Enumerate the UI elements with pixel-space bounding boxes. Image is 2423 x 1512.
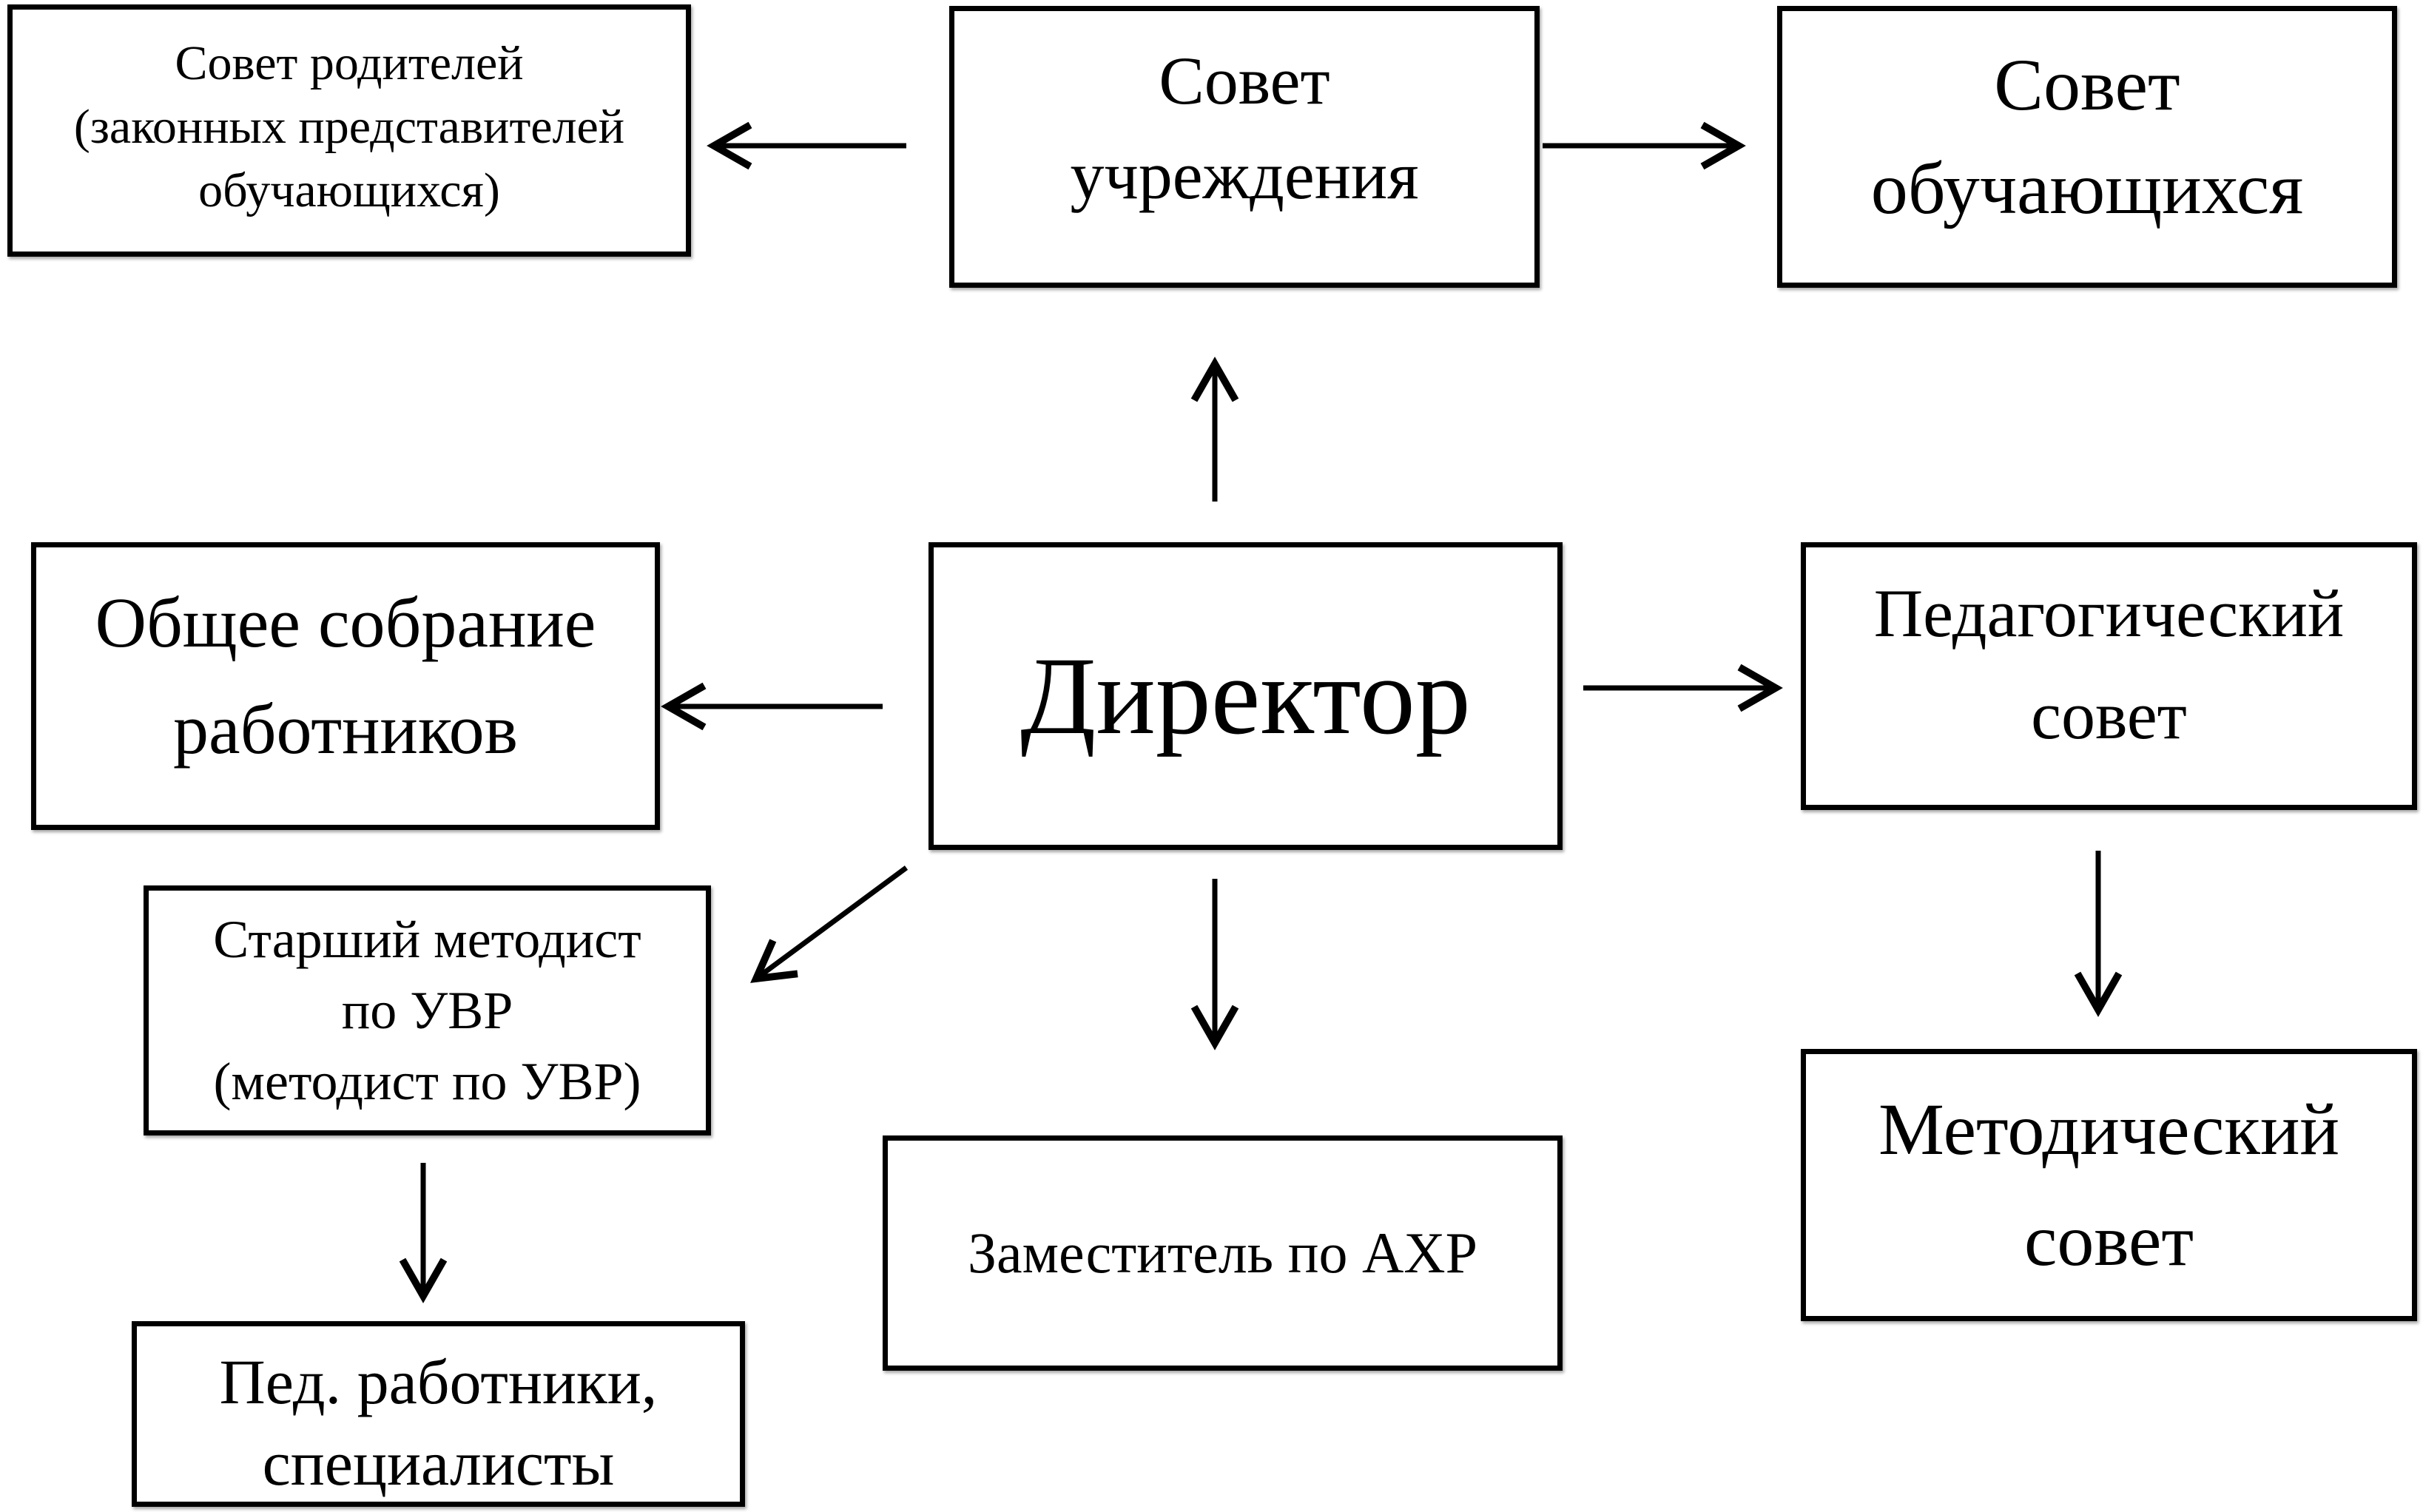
node-label-line: Заместитель по АХР <box>967 1221 1478 1285</box>
node-label-line: обучающихся <box>1870 147 2304 229</box>
node-label-line: работников <box>173 689 518 769</box>
node-parents-council: Совет родителей (законных представителей… <box>7 4 691 257</box>
node-label-line: Методический <box>1878 1088 2340 1170</box>
node-label-line: Совет <box>1994 44 2180 126</box>
node-label-line: учреждения <box>1070 138 1419 213</box>
node-label-line: (законных представителей <box>73 100 625 154</box>
node-label-line: обучающихся) <box>198 163 500 217</box>
node-label-line: Директор <box>1020 635 1471 757</box>
node-label-line: Совет родителей <box>175 36 524 90</box>
node-label-line: (методист по УВР) <box>213 1052 641 1111</box>
node-general-meeting: Общее собрание работников <box>31 542 660 830</box>
node-senior-methodist: Старший методист по УВР (методист по УВР… <box>144 885 711 1135</box>
node-pedagogical-council: Педагогический совет <box>1801 542 2417 810</box>
node-students-council: Совет обучающихся <box>1777 6 2397 288</box>
node-label-line: Пед. работники, <box>219 1346 658 1417</box>
node-label-line: специалисты <box>262 1428 615 1499</box>
node-label-line: по УВР <box>341 981 513 1040</box>
node-director: Директор <box>929 542 1563 850</box>
node-label-line: Общее собрание <box>95 583 596 662</box>
node-label-line: Совет <box>1159 43 1330 118</box>
node-label-line: совет <box>2023 1199 2194 1281</box>
node-label-line: Педагогический <box>1873 576 2345 651</box>
node-methodical-council: Методический совет <box>1801 1049 2417 1321</box>
node-label-line: совет <box>2031 678 2187 753</box>
node-label-line: Старший методист <box>213 910 641 969</box>
node-deputy-ahr: Заместитель по АХР <box>883 1135 1563 1371</box>
node-institution-council: Совет учреждения <box>949 6 1540 288</box>
node-teaching-staff: Пед. работники, специалисты <box>132 1321 745 1507</box>
arrow-director-to-senior-methodist <box>750 865 909 983</box>
